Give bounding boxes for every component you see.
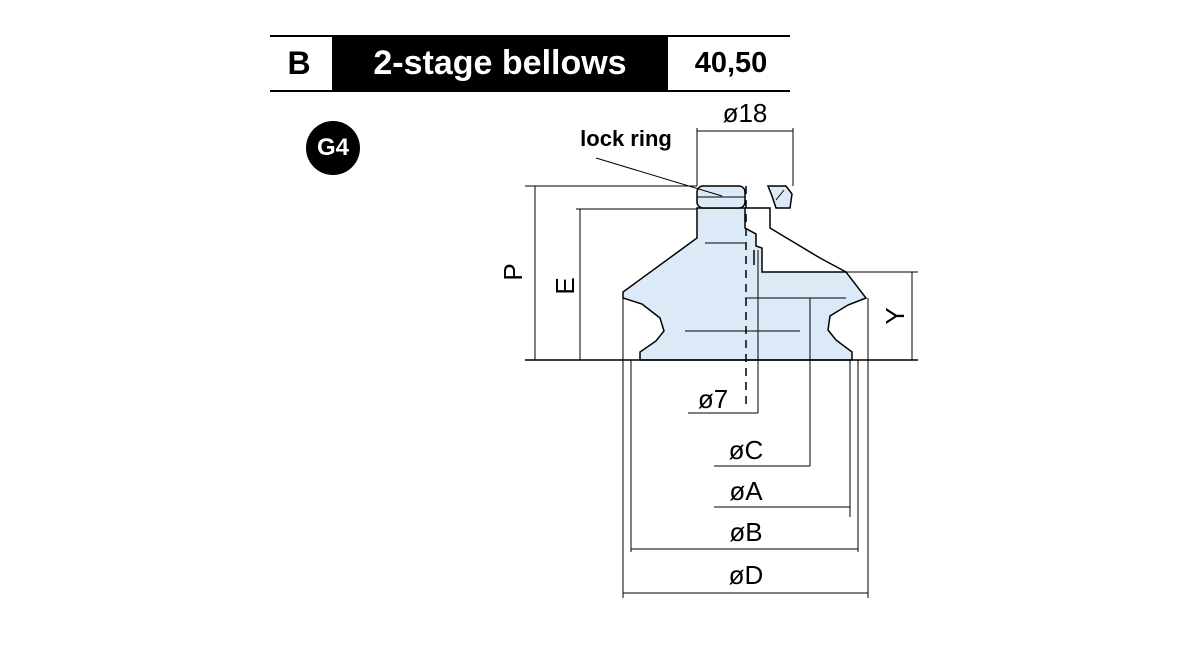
dia-7-label: ø7: [698, 384, 728, 414]
product-title: 2-stage bellows: [332, 37, 668, 90]
dia-18-label: ø18: [723, 98, 768, 128]
dia-a-label: øA: [729, 476, 763, 506]
dim-p-label: P: [498, 263, 528, 280]
dim-y-label: Y: [880, 307, 910, 324]
bellows-body: [622, 207, 868, 361]
lock-ring-label: lock ring: [580, 126, 672, 151]
group-badge: G4: [306, 121, 360, 175]
dia-d-label: øD: [729, 560, 764, 590]
lock-ring-leader: [595, 157, 723, 197]
series-code: B: [287, 45, 311, 81]
product-header: B 2-stage bellows 40,50: [270, 35, 790, 92]
dim-e-label: E: [550, 277, 580, 294]
dia-b-label: øB: [729, 517, 762, 547]
shoulder-outline: [745, 207, 847, 273]
dia-c-label: øC: [729, 435, 764, 465]
lock-ring-clip: [766, 185, 793, 209]
size-values: 40,50: [694, 47, 768, 79]
